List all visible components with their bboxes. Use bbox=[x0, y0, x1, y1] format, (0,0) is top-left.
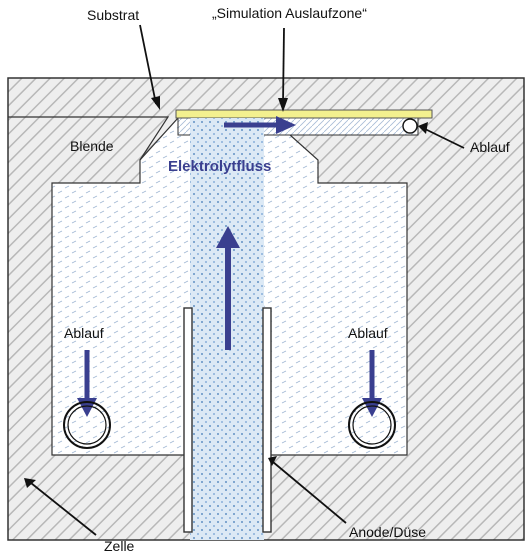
drain-circle-icon bbox=[63, 401, 111, 449]
label-ablauf-right: Ablauf bbox=[470, 139, 510, 155]
flow-right-arrowhead bbox=[276, 116, 296, 134]
label-substrat: Substrat bbox=[87, 7, 139, 23]
label-zelle: Zelle bbox=[104, 538, 135, 554]
label-anode: Anode/Düse bbox=[349, 524, 426, 540]
anode-wall-right bbox=[262, 307, 272, 533]
label-ablauf-center: Ablauf bbox=[348, 325, 388, 341]
anode-wall-left bbox=[183, 307, 193, 533]
blende-edge bbox=[8, 116, 170, 161]
drain-circle-icon bbox=[348, 401, 396, 449]
pointer-arrows bbox=[30, 24, 465, 536]
flow-up-arrowhead bbox=[216, 226, 240, 248]
label-simulation: „Simulation Auslaufzone“ bbox=[212, 5, 367, 21]
pointer-arrowheads bbox=[24, 96, 428, 488]
substrate-bar bbox=[175, 109, 433, 119]
label-blende: Blende bbox=[70, 138, 114, 154]
label-ablauf-left: Ablauf bbox=[64, 325, 104, 341]
label-elektrolytfluss: Elektrolytfluss bbox=[168, 158, 271, 175]
drain-circle-icon bbox=[402, 118, 418, 134]
